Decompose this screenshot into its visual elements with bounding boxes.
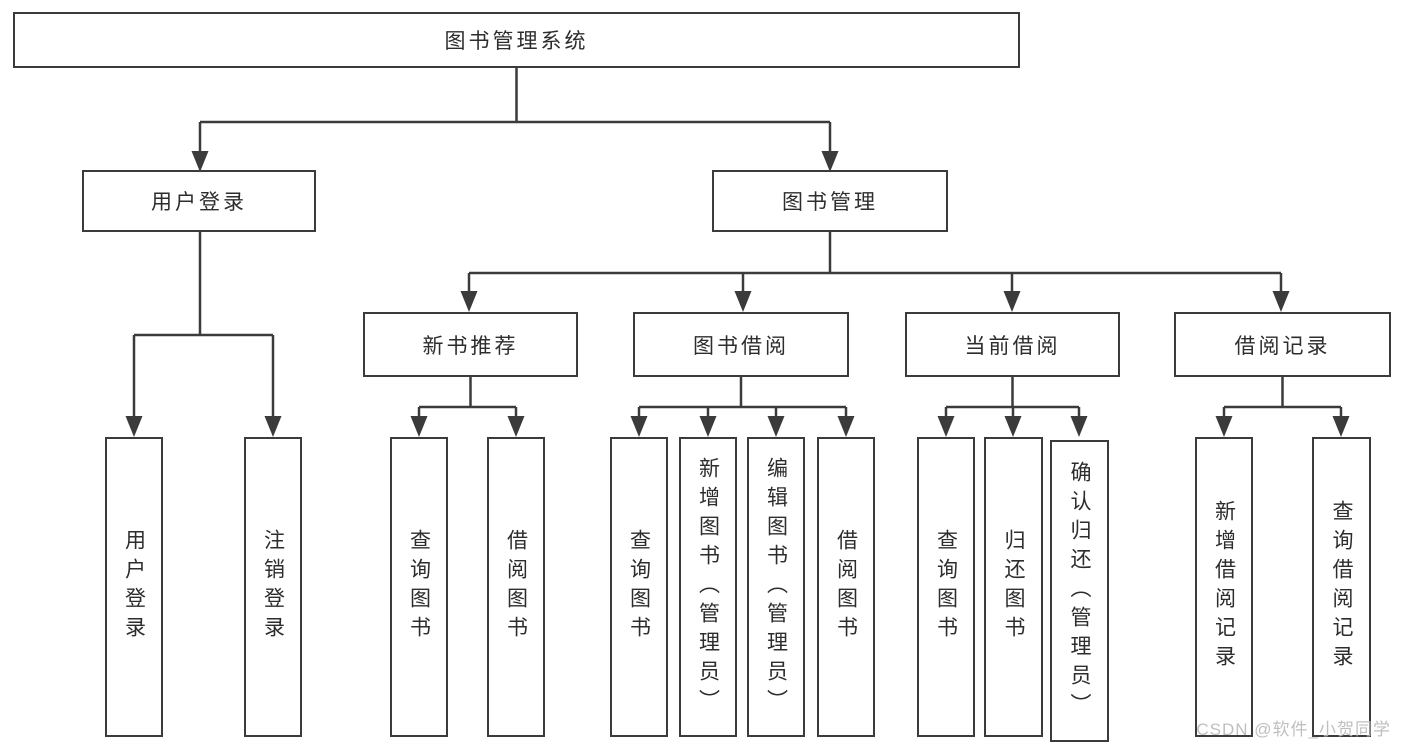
arrowhead-icon [767,416,785,437]
edge-userlogin-to-leaves [132,232,275,423]
arrowhead-icon [821,151,839,172]
node-new-book-recommend: 新书推荐 [363,312,578,377]
arrowhead-icon [1272,291,1290,312]
node-label: 借阅记录 [1234,334,1331,358]
leaf-label: 注销登录 [261,529,285,645]
leaf-label: 查询图书 [407,529,431,645]
leaf-label: 归还图书 [1002,529,1025,645]
arrowhead-icon [507,416,525,437]
edge-currentborrow-to-leaves [944,377,1081,423]
edge-root-to-level2 [198,68,832,158]
arrowhead-icon [937,416,955,437]
arrowhead-icon [1004,416,1022,437]
arrowhead-icon [1003,291,1021,312]
leaf-user-login: 用户登录 [105,437,163,737]
arrowhead-icon [1332,416,1350,437]
arrowhead-icon [264,416,282,437]
leaf-label: 查询图书 [934,529,958,645]
leaf-logout: 注销登录 [244,437,302,737]
leaf-label: 借阅图书 [834,529,858,645]
arrowhead-icon [460,291,478,312]
leaf-label: 确认归还（管理员） [1068,460,1091,722]
node-root-system: 图书管理系统 [13,12,1020,68]
leaf-label: 借阅图书 [504,529,528,645]
node-label: 图书管理 [782,191,878,214]
node-label: 新书推荐 [422,334,519,358]
leaf-add-book-admin: 新增图书（管理员） [679,437,737,737]
edge-bookmgmt-to-level3 [467,232,1283,298]
arrowhead-icon [699,416,717,437]
leaf-label: 新增图书（管理员） [696,456,720,718]
arrowhead-icon [837,416,855,437]
node-label: 用户登录 [151,191,247,214]
leaf-label: 查询图书 [627,529,651,645]
node-label: 图书借阅 [693,334,789,358]
leaf-borrow-query-books: 查询图书 [610,437,668,737]
leaf-label: 编辑图书（管理员） [764,456,788,718]
csdn-watermark: CSDN @软件_小贺同学 [1196,720,1391,739]
node-user-login: 用户登录 [82,170,316,232]
node-book-borrow: 图书借阅 [633,312,849,377]
leaf-confirm-return-admin: 确认归还（管理员） [1050,440,1109,742]
edge-borrowrecord-to-leaves [1222,377,1343,423]
node-label: 图书管理系统 [444,30,589,53]
leaf-add-borrow-record: 新增借阅记录 [1195,437,1253,737]
node-label: 当前借阅 [964,334,1061,358]
leaf-current-query-books: 查询图书 [917,437,975,737]
leaf-label: 新增借阅记录 [1212,500,1236,674]
arrowhead-icon [734,291,752,312]
leaf-label: 用户登录 [122,529,146,645]
node-book-management: 图书管理 [712,170,948,232]
arrowhead-icon [125,416,143,437]
edge-newbookrec-to-leaves [417,377,518,423]
arrowhead-icon [410,416,428,437]
arrowhead-icon [630,416,648,437]
leaf-label: 查询借阅记录 [1330,500,1353,674]
leaf-rec-query-books: 查询图书 [390,437,448,737]
arrowhead-icon [1215,416,1233,437]
leaf-edit-book-admin: 编辑图书（管理员） [747,437,805,737]
node-current-borrow: 当前借阅 [905,312,1120,377]
leaf-query-borrow-record: 查询借阅记录 [1312,437,1371,737]
leaf-borrow-book: 借阅图书 [817,437,875,737]
arrowhead-icon [1070,416,1088,437]
edge-bookborrow-to-leaves [637,377,848,423]
arrowheads [125,151,1350,437]
leaf-rec-borrow-books: 借阅图书 [487,437,545,737]
leaf-return-book: 归还图书 [984,437,1043,737]
tree-edges [132,68,1343,423]
node-borrow-record: 借阅记录 [1174,312,1391,377]
arrowhead-icon [191,151,209,172]
